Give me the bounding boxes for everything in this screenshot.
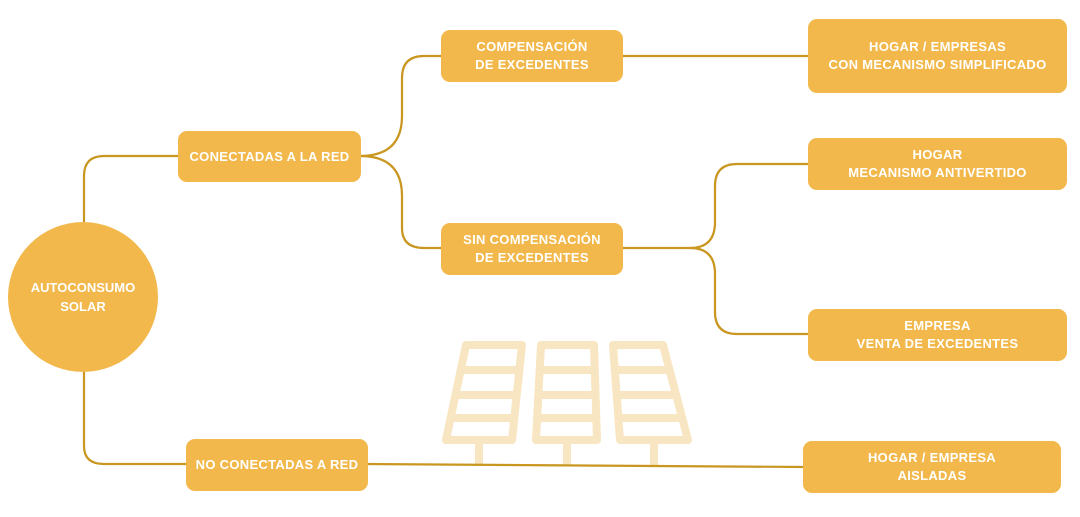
node-label-line-2: DE EXCEDENTES [475, 57, 589, 72]
node-no-compensation: SIN COMPENSACIÓN DE EXCEDENTES [441, 223, 623, 275]
node-surplus-sale: EMPRESA VENTA DE EXCEDENTES [808, 309, 1067, 361]
node-connected-to-grid: CONECTADAS A LA RED [178, 131, 361, 182]
connector-root-not-connected [82, 370, 192, 466]
node-label-line-2: AISLADAS [897, 468, 967, 483]
node-label-line-2: CON MECANISMO SIMPLIFICADO [828, 57, 1047, 72]
node-compensation: COMPENSACIÓN DE EXCEDENTES [441, 30, 623, 82]
node-label-line-2: MECANISMO ANTIVERTIDO [848, 165, 1027, 180]
connector-no-compensation-antivertido [619, 162, 812, 250]
connector-no-compensation-sale [688, 246, 812, 336]
connector-not-connected-isolated [364, 462, 807, 469]
node-label-line-2: VENTA DE EXCEDENTES [856, 336, 1019, 351]
node-label-line-1: HOGAR / EMPRESA [867, 450, 996, 465]
root-line-1: AUTOCONSUMO [30, 280, 136, 295]
node-label-line-1: EMPRESA [904, 318, 971, 333]
connector-connected-no-compensation [358, 154, 445, 250]
solar-panels-icon [442, 341, 692, 466]
node-label: NO CONECTADAS A RED [195, 457, 359, 472]
connector-connected-compensation [358, 54, 445, 158]
node-label-line-1: COMPENSACIÓN [476, 39, 588, 54]
node-not-connected-to-grid: NO CONECTADAS A RED [186, 439, 368, 491]
node-simplified-mechanism: HOGAR / EMPRESAS CON MECANISMO SIMPLIFIC… [808, 19, 1067, 93]
node-label-line-2: DE EXCEDENTES [475, 250, 589, 265]
node-label-line-1: SIN COMPENSACIÓN [463, 232, 601, 247]
connector-root-connected [82, 154, 182, 226]
root-node-autoconsumo: AUTOCONSUMO SOLAR [8, 222, 158, 372]
node-label-line-1: HOGAR / EMPRESAS [869, 39, 1006, 54]
node-label: CONECTADAS A LA RED [189, 148, 350, 164]
root-line-2: SOLAR [60, 299, 106, 314]
node-isolated: HOGAR / EMPRESA AISLADAS [803, 441, 1061, 493]
node-antivertido: HOGAR MECANISMO ANTIVERTIDO [808, 138, 1067, 190]
node-label-line-1: HOGAR [912, 147, 963, 162]
